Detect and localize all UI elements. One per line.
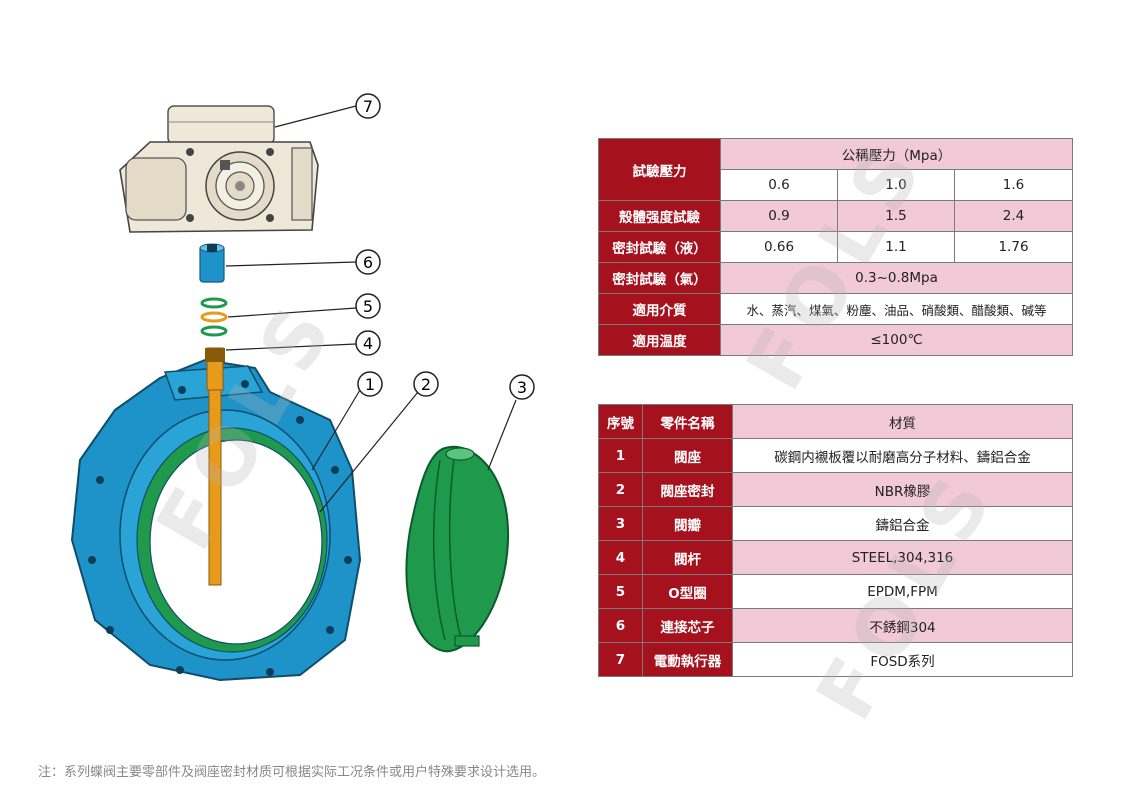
- svg-text:3: 3: [517, 378, 527, 397]
- part-name: 連接芯子: [642, 608, 733, 643]
- pressure-value: 1.0: [837, 169, 955, 201]
- part-material: FOSD系列: [732, 642, 1073, 677]
- svg-text:5: 5: [363, 297, 373, 316]
- shell-test-label: 殼體强度試驗: [598, 200, 721, 232]
- pressure-label: 試驗壓力: [598, 138, 721, 201]
- seal-gas-value: 0.3~0.8Mpa: [719, 262, 1074, 294]
- callout-4: 4: [355, 330, 381, 356]
- callout-2: 2: [413, 371, 439, 397]
- footer-note: 注：系列蝶阀主要零部件及阀座密封材质可根据实际工况条件或用户特殊要求设计选用。: [38, 765, 546, 780]
- valve-stem: [205, 347, 225, 586]
- part-material: EPDM,FPM: [732, 574, 1073, 609]
- column-header-material: 材質: [732, 404, 1073, 439]
- shell-test-value: 1.5: [837, 200, 955, 232]
- valve-exploded-diagram: 7 6 5 4 1 2 3: [70, 93, 535, 682]
- part-material: 碳鋼内襯板覆以耐磨高分子材料、鑄鋁合金: [732, 438, 1073, 473]
- part-name: O型圈: [642, 574, 733, 609]
- pressure-value: 0.6: [720, 169, 838, 201]
- part-no: 5: [598, 574, 643, 609]
- seal-gas-label: 密封試驗（氣）: [598, 262, 721, 294]
- part-name: 閥杆: [642, 540, 733, 575]
- table-row: 6 連接芯子 不銹鋼304: [598, 608, 1073, 643]
- temperature-label: 適用温度: [598, 324, 721, 356]
- table-row: 3 閥瓣 鑄鋁合金: [598, 506, 1073, 541]
- part-name: 閥座: [642, 438, 733, 473]
- table-row: 7 電動執行器 FOSD系列: [598, 642, 1073, 677]
- temperature-value: ≤100℃: [719, 324, 1074, 356]
- table-row: 1 閥座 碳鋼内襯板覆以耐磨高分子材料、鑄鋁合金: [598, 438, 1073, 473]
- part-no: 2: [598, 472, 643, 507]
- part-material: NBR橡膠: [732, 472, 1073, 507]
- media-value: 水、蒸汽、煤氣、粉塵、油品、硝酸類、醋酸類、碱等: [719, 293, 1074, 325]
- seal-liquid-value: 1.1: [837, 231, 955, 263]
- svg-text:1: 1: [365, 375, 375, 394]
- callout-3: 3: [509, 374, 535, 400]
- part-no: 4: [598, 540, 643, 575]
- callout-1: 1: [357, 371, 383, 397]
- svg-text:4: 4: [363, 334, 373, 353]
- table-row: 4 閥杆 STEEL,304,316: [598, 540, 1073, 575]
- svg-text:2: 2: [421, 375, 431, 394]
- svg-text:7: 7: [363, 97, 373, 116]
- leader-lines: [225, 105, 517, 513]
- callout-5: 5: [355, 293, 381, 319]
- shell-test-value: 2.4: [953, 200, 1074, 232]
- seal-liquid-value: 0.66: [720, 231, 838, 263]
- pressure-value: 1.6: [953, 169, 1074, 201]
- part-no: 7: [598, 642, 643, 677]
- part-no: 6: [598, 608, 643, 643]
- table-row: 2 閥座密封 NBR橡膠: [598, 472, 1073, 507]
- callout-7: 7: [355, 93, 381, 119]
- media-label: 適用介質: [598, 293, 721, 325]
- part-material: 不銹鋼304: [732, 608, 1073, 643]
- specification-table: 試驗壓力 公稱壓力（Mpa） 0.6 1.0 1.6 殼體强度試驗 0.9 1.…: [598, 138, 1074, 356]
- connector-core: [199, 243, 225, 283]
- shell-test-value: 0.9: [720, 200, 838, 232]
- table-row: 5 O型圈 EPDM,FPM: [598, 574, 1073, 609]
- part-name: 電動執行器: [642, 642, 733, 677]
- part-name: 閥座密封: [642, 472, 733, 507]
- svg-text:6: 6: [363, 253, 373, 272]
- part-material: STEEL,304,316: [732, 540, 1073, 575]
- part-no: 1: [598, 438, 643, 473]
- column-header-no: 序號: [598, 404, 643, 439]
- electric-actuator: [119, 105, 319, 233]
- part-name: 閥瓣: [642, 506, 733, 541]
- o-rings: [200, 297, 228, 337]
- callout-6: 6: [355, 249, 381, 275]
- column-header-name: 零件名稱: [642, 404, 733, 439]
- valve-disc: [405, 445, 510, 653]
- part-material: 鑄鋁合金: [732, 506, 1073, 541]
- seal-liquid-label: 密封試驗（液）: [598, 231, 721, 263]
- seal-liquid-value: 1.76: [953, 231, 1074, 263]
- nominal-pressure-header: 公稱壓力（Mpa）: [719, 138, 1074, 170]
- parts-material-table: 序號 零件名稱 材質 1 閥座 碳鋼内襯板覆以耐磨高分子材料、鑄鋁合金 2 閥座…: [598, 404, 1073, 677]
- part-no: 3: [598, 506, 643, 541]
